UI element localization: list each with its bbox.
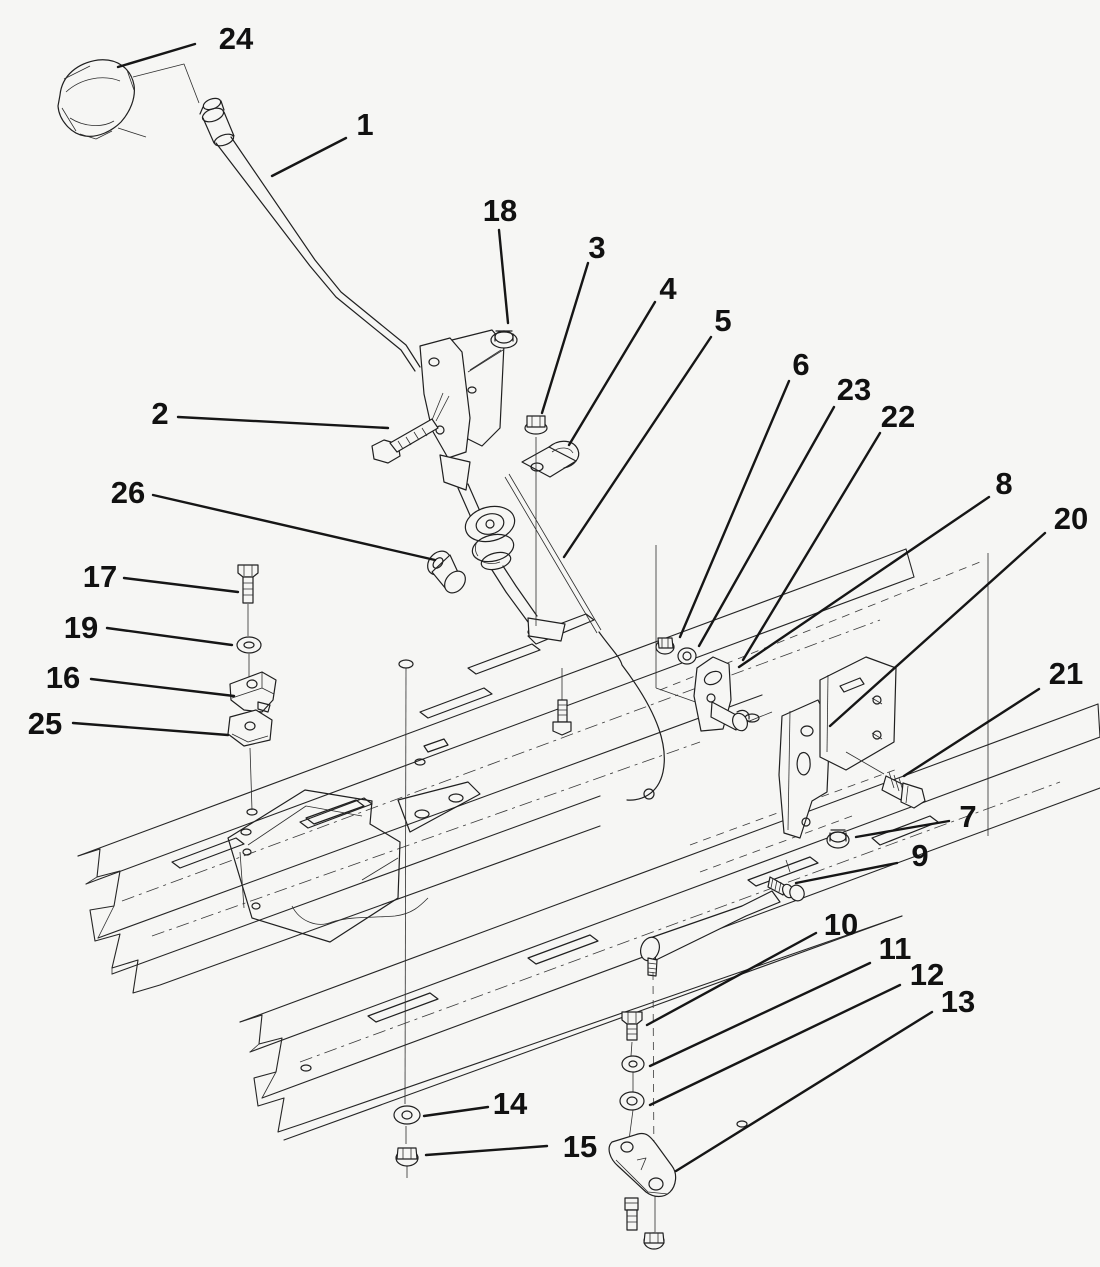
leader-line-17 — [122, 576, 240, 594]
shift-knob — [57, 59, 135, 140]
leader-line-16 — [89, 677, 236, 698]
leader-line-19 — [105, 626, 234, 647]
part-number-label-24: 24 — [219, 21, 254, 56]
spacer-bushing — [427, 550, 466, 594]
part-number-label-9: 9 — [911, 838, 928, 873]
leader-line-2 — [176, 415, 390, 430]
leader-line-22 — [741, 431, 882, 662]
leader-line-20 — [828, 531, 1047, 728]
flange-nut-18 — [469, 330, 518, 371]
part-number-label-25: 25 — [28, 706, 62, 741]
flange-nut-6 — [655, 637, 675, 655]
pivot-bracket-22 — [693, 656, 773, 732]
leader-line-26 — [151, 493, 437, 562]
part-number-label-15: 15 — [563, 1129, 597, 1164]
fastener-stack-left — [227, 564, 277, 811]
part-number-label-5: 5 — [714, 303, 731, 338]
flange-nut-3 — [524, 415, 548, 435]
leader-line-3 — [540, 261, 590, 415]
leader-line-15 — [424, 1144, 549, 1157]
frame-rail-upper — [77, 548, 915, 994]
frame-strap — [397, 781, 481, 833]
leader-line-14 — [422, 1105, 490, 1118]
part-number-label-26: 26 — [111, 475, 145, 510]
leader-line-13 — [674, 1010, 934, 1173]
hex-bolt-21 — [845, 751, 926, 809]
leader-line-24 — [116, 42, 197, 69]
part-number-label-14: 14 — [493, 1086, 528, 1121]
shift-rod-5 — [504, 473, 665, 801]
part-number-label-12: 12 — [910, 957, 944, 992]
part-number-label-23: 23 — [837, 372, 871, 407]
mount-plate-20 — [819, 656, 897, 771]
rail-slot-holes — [171, 613, 595, 869]
lever-mount-bracket — [419, 329, 505, 491]
fastener-stack-14-15 — [393, 667, 421, 1178]
part-number-label-22: 22 — [881, 399, 915, 434]
leader-line-4 — [567, 300, 657, 447]
knob-alignment-line — [132, 63, 200, 104]
cable-clamp-4 — [521, 440, 580, 478]
part-number-label-13: 13 — [941, 984, 975, 1019]
flange-nut-7 — [826, 829, 850, 849]
part-number-label-8: 8 — [995, 466, 1012, 501]
part-number-label-17: 17 — [83, 559, 117, 594]
hex-screw-under-frame — [552, 668, 572, 736]
leader-line-25 — [71, 721, 230, 737]
leader-line-7 — [854, 819, 951, 839]
fastener-stack-right — [608, 971, 677, 1250]
part-number-label-21: 21 — [1049, 656, 1083, 691]
leader-line-6 — [678, 379, 791, 639]
part-number-label-7: 7 — [959, 799, 976, 834]
part-number-label-11: 11 — [879, 931, 912, 966]
part-number-label-20: 20 — [1054, 501, 1088, 536]
shift-lever-assembly — [57, 59, 566, 642]
frame-rail-lower — [239, 703, 1100, 1141]
hex-bolt-2 — [371, 395, 450, 464]
part-number-label-18: 18 — [483, 193, 517, 228]
leader-line-11 — [648, 961, 872, 1068]
callouts-layer: 1234567891011121314151617181920212223242… — [28, 21, 1088, 1173]
leader-line-12 — [648, 983, 902, 1107]
leader-line-18 — [497, 228, 510, 325]
part-number-label-19: 19 — [64, 610, 98, 645]
washer-23 — [677, 647, 697, 665]
leader-line-10 — [645, 931, 818, 1027]
part-number-label-1: 1 — [356, 107, 373, 142]
knob-alignment-line2 — [117, 127, 147, 138]
shift-lever-rod — [199, 97, 421, 372]
leader-line-23 — [697, 405, 836, 648]
part-number-label-4: 4 — [659, 271, 677, 306]
part-number-label-2: 2 — [151, 396, 168, 431]
leader-line-1 — [270, 136, 348, 178]
leader-line-9 — [794, 861, 899, 885]
shift-plate — [227, 789, 429, 943]
leader-line-5 — [562, 335, 713, 559]
part-number-label-16: 16 — [46, 660, 80, 695]
leader-line-8 — [737, 495, 991, 669]
leader-line-21 — [902, 687, 1041, 778]
transfer-link — [639, 859, 805, 977]
part-number-label-10: 10 — [824, 907, 858, 942]
part-number-label-6: 6 — [792, 347, 809, 382]
lever-pivot — [457, 483, 566, 642]
support-bracket-8 — [778, 699, 831, 839]
part-number-label-3: 3 — [588, 230, 605, 265]
